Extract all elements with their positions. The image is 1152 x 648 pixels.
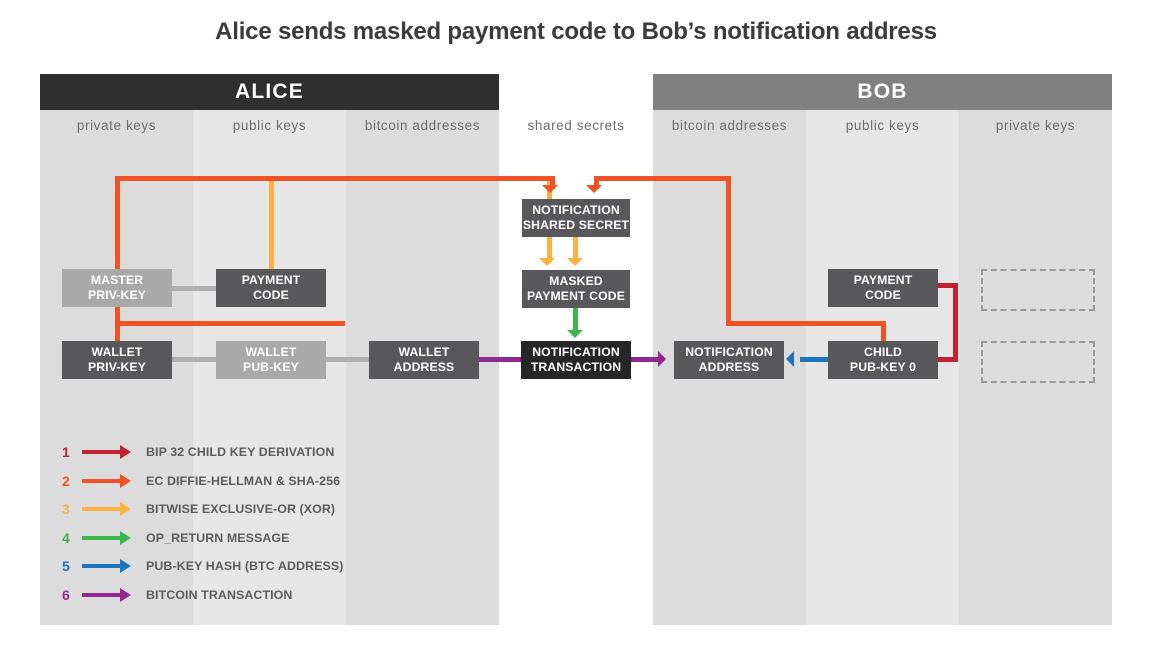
wire-orange-riser-alice-walletpriv xyxy=(115,321,120,343)
wire-gray-walletpriv-to-walletpub xyxy=(170,357,218,362)
wire-amber-vertical-from-payment-code xyxy=(269,176,274,271)
wire-orange-bottom-alice xyxy=(115,321,345,326)
arrowhead-green-into-tx xyxy=(567,330,583,338)
legend-number-1: 1 xyxy=(62,444,70,461)
legend-label-1: BIP 32 CHILD KEY DERIVATION xyxy=(146,445,335,460)
legend-arrow-3 xyxy=(82,502,134,517)
page-title: Alice sends masked payment code to Bob’s… xyxy=(215,18,937,45)
wire-orange-horizontal-bob-top xyxy=(594,176,731,181)
column-header-6: private keys xyxy=(995,118,1076,133)
legend-arrow-5 xyxy=(82,559,134,574)
wire-purple-tx-to-notification xyxy=(631,357,661,362)
column-header-2: bitcoin addresses xyxy=(364,118,481,133)
column-header-5: public keys xyxy=(845,118,920,133)
column-header-1: public keys xyxy=(232,118,307,133)
wire-orange-horizontal-alice-top xyxy=(115,176,555,181)
box-bob-priv-key-placeholder-1 xyxy=(981,269,1095,311)
legend-number-5: 5 xyxy=(62,558,70,575)
wire-crimson-vertical xyxy=(953,283,958,357)
legend-number-2: 2 xyxy=(62,472,70,489)
wire-orange-joint-alice xyxy=(340,321,345,326)
legend-label-4: OP_RETURN MESSAGE xyxy=(146,530,290,545)
party-header-alice: ALICE xyxy=(40,74,499,110)
arrowhead-purple-into-notification xyxy=(658,351,666,367)
wire-orange-drop-into-child-pubkey xyxy=(881,321,886,343)
column-band-6 xyxy=(959,110,1112,625)
legend-arrow-4 xyxy=(82,530,134,545)
arrowhead-amber-into-masked-right xyxy=(567,258,583,266)
legend-item-1: 1 BIP 32 CHILD KEY DERIVATION xyxy=(62,438,343,467)
legend-label-3: BITWISE EXCLUSIVE-OR (XOR) xyxy=(146,502,336,517)
legend-item-6: 6 BITCOIN TRANSACTION xyxy=(62,581,343,610)
wire-orange-vertical-alice xyxy=(115,176,120,326)
wire-crimson-into-child xyxy=(938,357,958,362)
arrowhead-amber-into-masked-left xyxy=(539,258,555,266)
wire-orange-horizontal-bob-bottom xyxy=(726,321,886,326)
arrowhead-blue-into-notification xyxy=(786,351,794,367)
legend-item-3: 3 BITWISE EXCLUSIVE-OR (XOR) xyxy=(62,495,343,524)
legend-item-2: 2 EC DIFFIE-HELLMAN & SHA-256 xyxy=(62,467,343,496)
column-header-0: private keys xyxy=(76,118,157,133)
wire-amber-from-shared-secret xyxy=(573,237,578,262)
legend-number-3: 3 xyxy=(62,501,70,518)
legend-item-4: 4 OP_RETURN MESSAGE xyxy=(62,524,343,553)
column-header-3: shared secrets xyxy=(527,118,625,133)
box-bob-priv-key-placeholder-2 xyxy=(981,341,1095,383)
wire-purple-walletaddr-to-tx xyxy=(479,357,523,362)
wire-green-masked-to-tx xyxy=(573,308,578,335)
column-header-4: bitcoin addresses xyxy=(671,118,788,133)
wire-blue-child-to-notification xyxy=(800,357,828,362)
wire-gray-walletpub-to-walletaddress xyxy=(324,357,372,362)
arrowhead-orange-shared-right xyxy=(586,185,602,193)
wire-orange-drop-shared-left xyxy=(550,176,555,189)
legend-label-6: BITCOIN TRANSACTION xyxy=(146,587,293,602)
legend-number-6: 6 xyxy=(62,586,70,603)
wire-gray-masterpriv-to-paymentcode-row xyxy=(170,286,218,291)
legend-arrow-1 xyxy=(82,445,134,460)
party-header-bob: BOB xyxy=(653,74,1112,110)
arrowhead-orange-shared-left xyxy=(542,185,558,193)
legend-label-2: EC DIFFIE-HELLMAN & SHA-256 xyxy=(146,473,341,488)
wire-orange-vertical-bob xyxy=(726,176,731,326)
legend-arrow-6 xyxy=(82,587,134,602)
legend: 1 BIP 32 CHILD KEY DERIVATION 2 EC DIFFIE-H… xyxy=(62,438,343,609)
legend-number-4: 4 xyxy=(62,529,70,546)
legend-arrow-2 xyxy=(82,473,134,488)
wire-crimson-from-payment-code xyxy=(936,283,958,288)
wire-orange-drop-shared-right xyxy=(594,176,599,189)
legend-label-5: PUB-KEY HASH (BTC ADDRESS) xyxy=(146,559,344,574)
legend-item-5: 5 PUB-KEY HASH (BTC ADDRESS) xyxy=(62,552,343,581)
